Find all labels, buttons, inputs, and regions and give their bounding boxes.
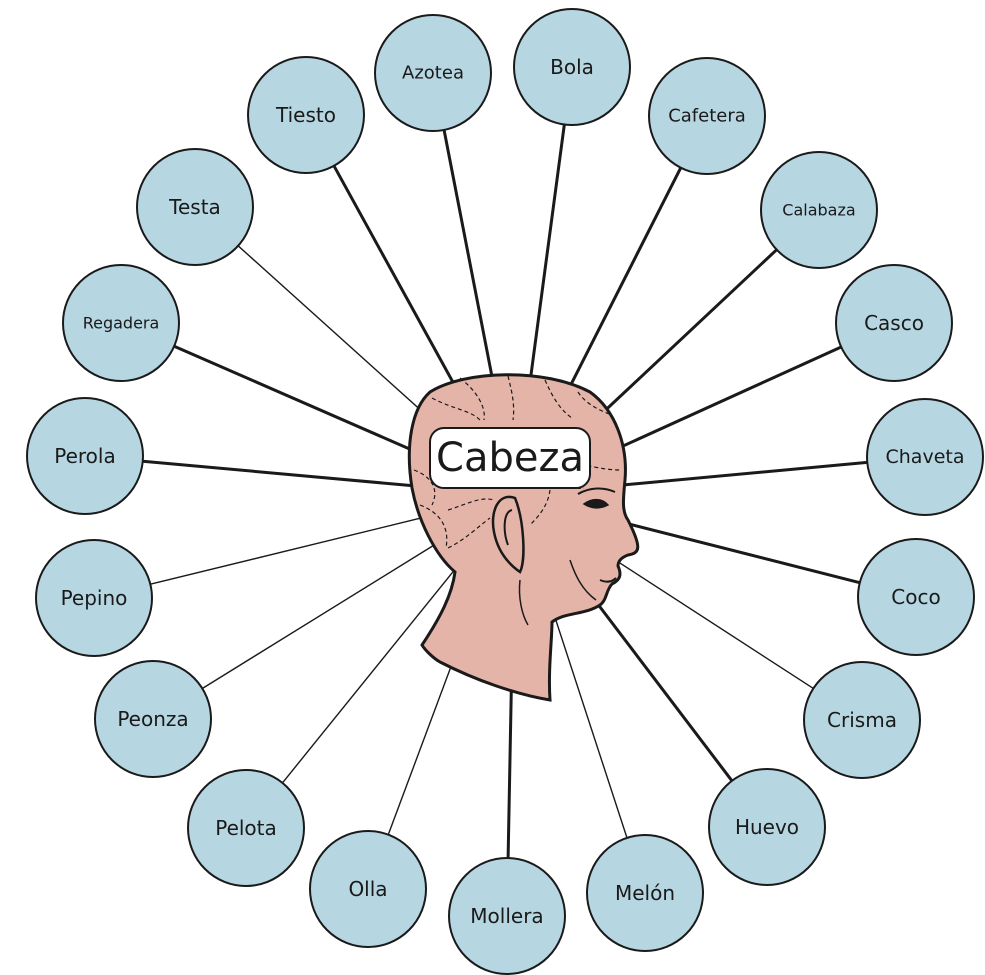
head-illustration [409, 375, 637, 700]
connector-peonza [202, 545, 434, 688]
bubble-label: Testa [168, 195, 221, 219]
bubble-label: Coco [891, 585, 940, 609]
bubble-label: Peonza [117, 707, 188, 731]
bubble-label: Mollera [470, 904, 543, 928]
bubble-label: Tiesto [275, 103, 336, 127]
bubble-label: Crisma [827, 708, 897, 732]
bubble-pepino: Pepino [36, 540, 152, 656]
connector-bola [528, 124, 565, 400]
bubble-label: Pelota [215, 816, 277, 840]
bubble-casco: Casco [836, 265, 952, 381]
connector-pepino [150, 518, 422, 585]
connector-tiesto [334, 166, 469, 412]
connector-azotea [444, 130, 497, 402]
bubble-calabaza: Calabaza [761, 152, 877, 268]
bubble-coco: Coco [858, 539, 974, 655]
connector-coco [607, 518, 860, 582]
bubble-huevo: Huevo [709, 769, 825, 885]
bubble-peonza: Peonza [95, 661, 211, 777]
bubble-label: Azotea [402, 63, 464, 84]
connector-casco [602, 347, 842, 456]
bubble-label: Perola [54, 444, 115, 468]
bubble-label: Cafetera [668, 106, 746, 127]
bubble-label: Casco [864, 311, 924, 335]
center-label-text: Cabeza [436, 435, 584, 481]
connector-pelota [282, 569, 455, 783]
bubble-tiesto: Tiesto [248, 57, 364, 173]
connector-crisma [595, 547, 814, 689]
bubble-olla: Olla [310, 831, 426, 947]
bubble-perola: Perola [27, 398, 143, 514]
connector-melon [544, 585, 626, 838]
bubble-label: Olla [348, 877, 387, 901]
connector-perola [143, 461, 421, 486]
bubble-label: Bola [550, 55, 594, 79]
connector-regadera [174, 346, 428, 457]
bubble-pelota: Pelota [188, 770, 304, 886]
bubble-label: Chaveta [886, 446, 965, 468]
bubble-mollera: Mollera [449, 858, 565, 974]
bubble-label: Huevo [735, 815, 799, 839]
bubble-azotea: Azotea [375, 15, 491, 131]
bubble-label: Pepino [61, 586, 128, 610]
connector-testa [238, 246, 444, 432]
center-label: Cabeza [430, 428, 590, 488]
connector-chaveta [610, 462, 868, 486]
bubble-chaveta: Chaveta [867, 399, 983, 515]
bubble-cafetera: Cafetera [649, 58, 765, 174]
bubble-regadera: Regadera [63, 265, 179, 381]
bubble-crisma: Crisma [804, 662, 920, 778]
bubble-label: Calabaza [782, 201, 855, 220]
bubble-testa: Testa [137, 149, 253, 265]
connector-cafetera [558, 168, 681, 411]
bubble-label: Regadera [83, 314, 160, 333]
connector-calabaza [584, 250, 776, 430]
bubble-bola: Bola [514, 9, 630, 125]
bubble-label: Melón [615, 881, 675, 905]
bubble-melon: Melón [587, 835, 703, 951]
